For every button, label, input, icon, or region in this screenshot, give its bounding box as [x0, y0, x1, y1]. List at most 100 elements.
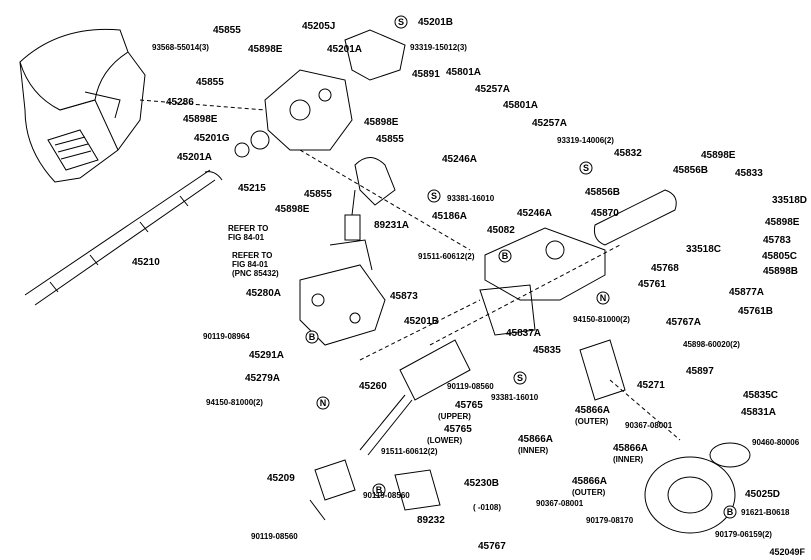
diagram-code: 452049F — [769, 547, 805, 557]
lock-housing-drawing — [299, 239, 386, 346]
part-label: (OUTER) — [575, 417, 609, 426]
callout-letter: S — [583, 163, 589, 173]
part-label: 93381-16010 — [447, 194, 495, 203]
part-label: 91511-60612(2) — [381, 447, 438, 456]
part-label: 45767 — [478, 541, 506, 552]
part-label: 45855 — [196, 77, 224, 88]
part-label: 45855 — [376, 134, 404, 145]
part-label: 45257A — [532, 118, 568, 129]
callout-b-circle — [305, 330, 319, 344]
part-label: 45783 — [763, 235, 791, 246]
part-label: 90367-08001 — [625, 421, 673, 430]
part-label: 33518D — [772, 195, 808, 206]
part-label: 45765 — [455, 400, 483, 411]
part-label: 45898E — [275, 204, 310, 215]
part-label: 45856B — [585, 187, 621, 198]
part-label: 45898E — [765, 217, 800, 228]
part-label: 45866A — [575, 405, 611, 416]
part-label: 90367-08001 — [536, 499, 584, 508]
part-label: 45291A — [249, 350, 285, 361]
part-label: 45761B — [738, 306, 774, 317]
part-label: 45891 — [412, 69, 440, 80]
part-label: 45866A — [613, 443, 649, 454]
part-label: 45257A — [475, 84, 511, 95]
part-label: 45260 — [359, 381, 387, 392]
part-label: ( -0108) — [473, 503, 502, 512]
part-label: 89231A — [374, 220, 410, 231]
main-shaft-drawing — [24, 169, 223, 306]
part-label: 33518C — [686, 244, 722, 255]
part-label: 45898E — [183, 114, 218, 125]
callout-letter: N — [600, 293, 607, 303]
callout-b-circle — [498, 249, 512, 263]
part-label: 45280A — [246, 288, 282, 299]
upper-housing-drawing — [234, 29, 406, 158]
part-label: 45856B — [673, 165, 709, 176]
callout-s-circle — [513, 371, 527, 385]
part-label: 45279A — [245, 373, 281, 384]
part-label: 90179-06159(2) — [715, 530, 772, 539]
lower-shaft-drawing — [359, 339, 471, 456]
part-label: 45898E — [248, 44, 283, 55]
part-label: (LOWER) — [427, 436, 463, 445]
callout-letter: B — [376, 485, 383, 495]
part-label: 45201B — [418, 17, 454, 28]
part-label: 45898B — [763, 266, 799, 277]
part-label: 45870 — [591, 208, 619, 219]
tilt-lever-drawing — [594, 189, 677, 246]
part-label: 45201B — [404, 316, 440, 327]
callout-n-circle — [596, 291, 610, 305]
callout-s-circle — [579, 161, 593, 175]
part-label: 45768 — [651, 263, 679, 274]
part-label: 45835 — [533, 345, 561, 356]
callout-letter: S — [517, 373, 523, 383]
part-label: (INNER) — [518, 446, 549, 455]
column-cover-drawing — [19, 28, 146, 183]
callout-s-circle — [427, 189, 441, 203]
callout-s-circle — [394, 15, 408, 29]
part-label: 45898E — [364, 117, 399, 128]
callout-letter: N — [320, 398, 327, 408]
part-label: 45767A — [666, 317, 702, 328]
part-label: 45898E — [701, 150, 736, 161]
part-label: 45210 — [132, 257, 160, 268]
part-label: 45801A — [503, 100, 539, 111]
actuator-drawing — [394, 469, 441, 511]
part-label: 45215 — [238, 183, 266, 194]
part-label: 45855 — [213, 25, 241, 36]
part-label: 45855 — [304, 189, 332, 200]
part-label: 45246A — [517, 208, 553, 219]
middle-housing-drawing — [479, 227, 606, 336]
part-label: (INNER) — [613, 455, 644, 464]
part-label: 45246A — [442, 154, 478, 165]
part-label: 90119-08560 — [363, 491, 410, 500]
part-label: 45230B — [464, 478, 500, 489]
part-label: 93568-55014(3) — [152, 43, 209, 52]
refer-to-note: REFER TO FIG 84-01 — [228, 224, 269, 242]
callout-n-circle — [316, 396, 330, 410]
guide-lines — [139, 99, 681, 441]
part-label: 93319-14006(2) — [557, 136, 614, 145]
callout-letter: B — [727, 507, 734, 517]
part-label: 93319-15012(3) — [410, 43, 467, 52]
part-label: 45186A — [432, 211, 468, 222]
callout-letter: B — [502, 251, 509, 261]
callout-letter: S — [431, 191, 437, 201]
part-label: (OUTER) — [572, 488, 606, 497]
part-label: 93381-16010 — [491, 393, 539, 402]
part-label: 90179-08170 — [586, 516, 634, 525]
part-label: 45201G — [194, 133, 230, 144]
universal-joint-drawing — [309, 459, 356, 521]
callout-letter: S — [398, 17, 404, 27]
callout-letter: B — [309, 332, 316, 342]
callout-b-circle — [723, 505, 737, 519]
part-label: 90119-08560 — [447, 382, 494, 391]
part-label: 90119-08560 — [251, 532, 298, 541]
part-label: 45286 — [166, 97, 194, 108]
part-label: 45205J — [302, 21, 336, 32]
callout-b-circle — [372, 483, 386, 497]
part-label: 45765 — [444, 424, 472, 435]
part-label: 89232 — [417, 515, 445, 526]
part-label: 45801A — [446, 67, 482, 78]
